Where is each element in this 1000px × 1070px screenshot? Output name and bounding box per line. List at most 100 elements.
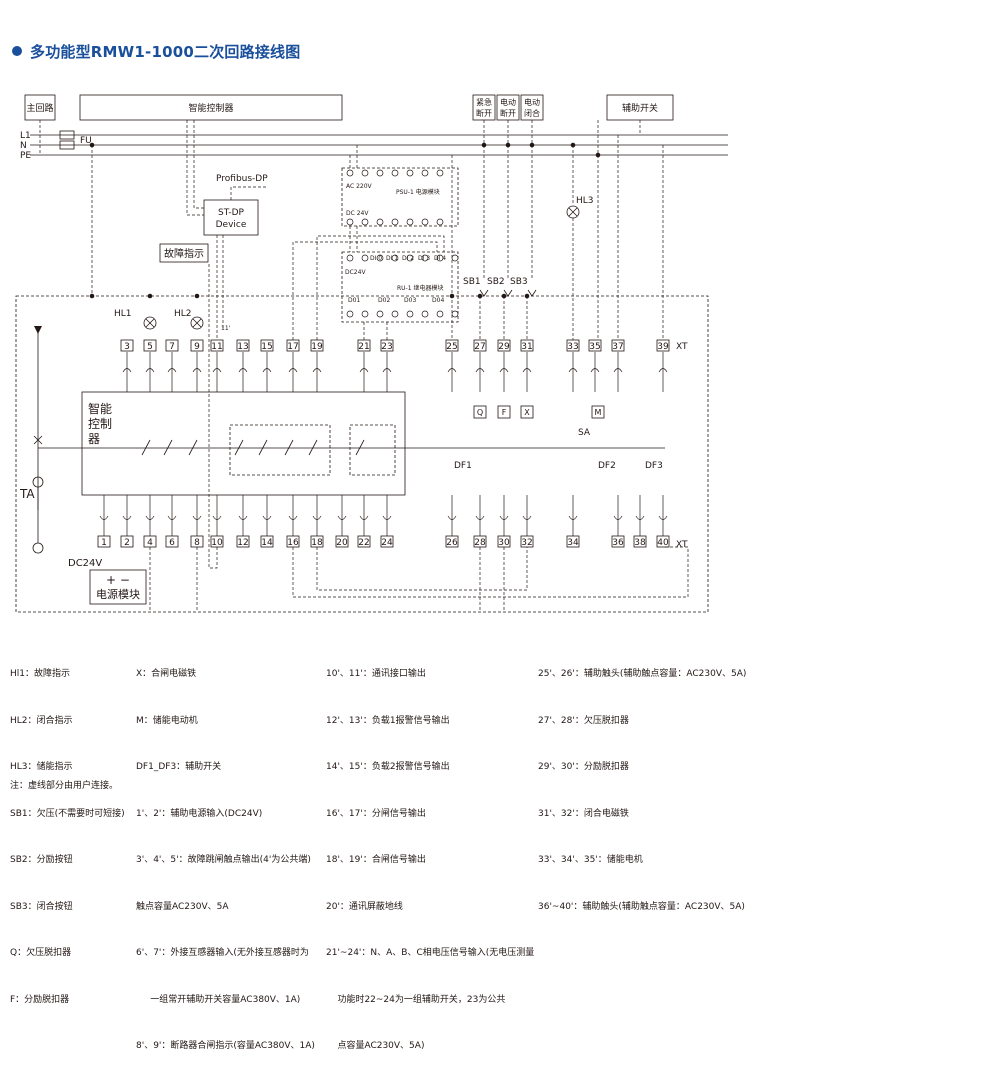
aux-switch-label: 辅助开关: [622, 102, 658, 114]
connector-arc: [658, 368, 668, 373]
connector-arc: [212, 515, 222, 520]
legend-item: M：储能电动机: [136, 715, 198, 726]
connector-arc: [522, 368, 532, 373]
psu-dc-label: DC 24V: [346, 210, 369, 217]
terminal-box-top: [236, 339, 250, 352]
connector-arc: [238, 515, 248, 520]
connector-arc: [382, 515, 392, 520]
controller-inner-box-1: [229, 424, 331, 476]
legend-item: 10'、11'：通讯接口输出: [326, 669, 426, 679]
legend-item: 31'、32'：闭合电磁铁: [538, 808, 629, 819]
power-dc-label: DC24V: [68, 558, 102, 569]
terminal-number: 27: [474, 342, 485, 352]
push-button-icon: [479, 289, 489, 297]
psu-terminal: [361, 218, 369, 226]
legend-item: Q：欠压脱扣器: [10, 948, 72, 958]
fault-indicator-label: 故障指示: [164, 247, 204, 260]
terminal-number: 4: [147, 538, 153, 548]
terminal-number: 16: [287, 538, 299, 548]
connector-arc: [192, 515, 202, 520]
terminal-number: 36: [612, 538, 624, 548]
hl2-lamp-icon-cross: [192, 318, 202, 328]
terminal-number: 15: [261, 342, 272, 352]
hl1-label: HL1: [114, 309, 132, 319]
terminal-number: 31: [521, 342, 532, 352]
ru-terminal: [421, 310, 429, 318]
connector-arc: [475, 368, 485, 373]
legend-item: SB3：闭合按钮: [10, 901, 73, 912]
terminal-box-top: [611, 339, 625, 352]
connector-arc: [212, 368, 222, 373]
legend-col4: 25'、26'：辅助触头(辅助触点容量：AC230V、5A) 27'、28'：欠…: [538, 636, 746, 931]
terminal-number: 38: [634, 538, 646, 548]
stdp-line2: Device: [216, 220, 247, 230]
terminal-box-bottom: [260, 535, 274, 548]
power-module-box: [89, 569, 147, 605]
bus-n-label: N: [20, 141, 27, 151]
terminal-number: 33: [567, 342, 578, 352]
terminal-number: 17: [287, 342, 298, 352]
psu-terminal: [436, 218, 444, 226]
terminal-number: 28: [474, 538, 486, 548]
title-bullet-icon: [12, 46, 22, 56]
legend-item: 6'、7'：外接互感器输入(无外接互感器时为: [136, 948, 309, 958]
switch-contact: [141, 439, 151, 456]
ru-do-1: D01: [348, 297, 360, 304]
terminal-box-bottom: [236, 535, 250, 548]
junction-dot: [505, 142, 511, 148]
ru-terminal: [406, 254, 414, 262]
hl1-lamp-icon-cross: [145, 318, 155, 328]
terminal-number: 35: [589, 342, 600, 352]
emergency-off-label-1: 紧急: [476, 97, 492, 107]
terminal-box-top: [143, 339, 157, 352]
terminal-number: 7: [169, 342, 175, 352]
dashed-wire: [186, 120, 204, 216]
legend-item: HL3：储能指示: [10, 762, 73, 772]
legend-item: 3'、4'、5'：故障跳闸触点输出(4'为公共端): [136, 855, 311, 865]
psu-terminal: [391, 169, 399, 177]
connector-arc: [590, 368, 600, 373]
dashed-wire: [316, 235, 445, 340]
coil-label: M: [595, 408, 602, 417]
ru-di-4: DI 4: [434, 255, 446, 262]
ru-do-4: D04: [432, 297, 444, 304]
switch-contact: [308, 439, 318, 456]
ru-terminal: [391, 254, 399, 262]
psu-name-label: PSU-1 电源模块: [396, 188, 440, 196]
electric-close-label-1: 电动: [524, 97, 540, 107]
controller-big-line2: 控制: [88, 417, 112, 431]
dashed-wire: [292, 546, 689, 598]
legend-item: 1'、2'：辅助电源输入(DC24V): [136, 808, 263, 819]
terminal-box-top: [165, 339, 179, 352]
ru-terminal: [376, 310, 384, 318]
legend-item: 25'、26'：辅助触头(辅助触点容量：AC230V、5A): [538, 669, 747, 679]
controller-big-box: [81, 391, 406, 496]
legend-footnote: 注：虚线部分由用户连接。: [10, 781, 119, 791]
psu-module-box: [341, 167, 459, 227]
terminal-number: 14: [261, 538, 273, 548]
power-name-label: 电源模块: [96, 587, 140, 601]
terminal-box-top: [260, 339, 274, 352]
terminal-number: 1: [101, 538, 107, 548]
connector-arc: [122, 368, 132, 373]
connector-arc: [122, 515, 132, 520]
psu-terminal: [406, 169, 414, 177]
connector-arc: [359, 368, 369, 373]
legend-item: 14'、15'：负载2报警信号输出: [326, 762, 450, 772]
legend-item: SB2：分励按钮: [10, 855, 73, 865]
connector-arc: [658, 515, 668, 520]
ta-label: TA: [19, 487, 35, 501]
psu-terminal: [421, 169, 429, 177]
sb2-label: SB2: [487, 277, 505, 287]
terminal-number: 8: [194, 538, 200, 548]
legend-item: 8'、9'：断路器合闸指示(容量AC380V、1A): [136, 1041, 315, 1051]
ru-module-box: [341, 251, 459, 323]
legend-item: 12'、13'：负载1报警信号输出: [326, 715, 450, 726]
xt-bottom-label: XT: [676, 540, 688, 550]
terminal-box-top: [445, 339, 459, 352]
connector-arc: [613, 515, 623, 520]
junction-dot: [595, 152, 601, 158]
legend-item: DF1_DF3：辅助开关: [136, 762, 222, 772]
terminal-box-top: [497, 339, 511, 352]
